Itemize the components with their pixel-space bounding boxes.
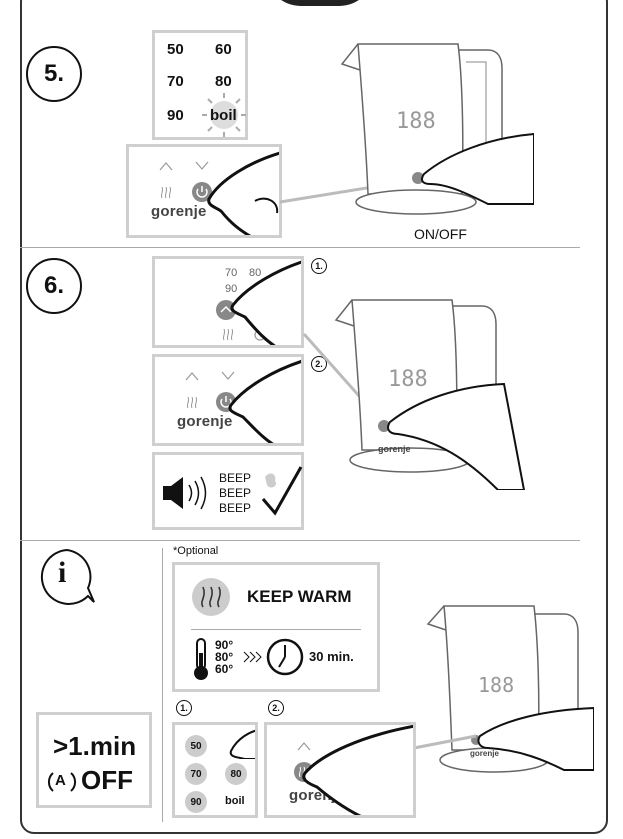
info-symbol: i: [58, 556, 67, 589]
on-off-label: ON/OFF: [414, 226, 467, 242]
mini-temp-boil: boil: [225, 795, 245, 807]
auto-off-duration: >1.min: [53, 731, 137, 761]
svg-text:gorenje: gorenje: [378, 444, 411, 454]
auto-off-label: OFF: [81, 765, 133, 795]
svg-text:188: 188: [388, 367, 428, 392]
temp-boil: boil: [210, 107, 237, 124]
temp-80: 80: [215, 73, 232, 90]
temp-50: 50: [167, 41, 184, 58]
svg-text:gorenje: gorenje: [470, 749, 499, 758]
control-panel-closeup-5: gorenje: [126, 144, 282, 238]
steam-icon: [222, 328, 234, 341]
info-icon: [40, 548, 95, 605]
section-vline: [162, 548, 163, 822]
clock-icon: [266, 638, 304, 676]
thermometer-icon: [194, 638, 208, 680]
speaker-icon: [163, 476, 207, 510]
hand-icon: [302, 725, 413, 815]
temp-90: 90: [167, 107, 184, 124]
control-panel-closeup-info: gorenje: [264, 722, 416, 818]
mini-temp-90: 90: [185, 791, 207, 813]
substep-1-badge: 1.: [311, 258, 327, 274]
kettle-illustration: 188 gorenje: [426, 605, 594, 773]
checkmark-icon: [261, 466, 303, 516]
control-panel-closeup-6b: gorenje: [152, 354, 304, 446]
keep-warm-panel: KEEP WARM 90° 80° 60° 30 min.: [172, 562, 380, 692]
svg-text:188: 188: [478, 673, 514, 697]
mini-temp-90: 90: [225, 283, 238, 295]
power-icon[interactable]: [191, 181, 213, 203]
auto-off-icon: [47, 772, 77, 792]
chevron-up-icon: [185, 372, 199, 381]
divider-2: [20, 540, 580, 541]
hand-icon: [207, 151, 279, 235]
kettle-illustration: 188 gorenje: [334, 299, 526, 490]
kw-temp-80: 80°: [215, 650, 234, 664]
svg-text:188: 188: [396, 109, 436, 134]
beep-1: BEEP: [219, 471, 252, 485]
arrows-icon: [243, 651, 262, 663]
mini-temp-80: 80: [249, 267, 262, 279]
auto-off-symbol: A: [55, 772, 66, 789]
boil-glow-icon: [202, 93, 246, 137]
top-badge: [265, 0, 375, 6]
keep-warm-title: KEEP WARM: [247, 587, 352, 606]
control-panel-closeup-6a: 70 80 90: [152, 256, 304, 348]
kw-temp-60: 60°: [215, 662, 234, 676]
step-5-number: 5.: [26, 46, 82, 102]
mini-temp-70: 70: [225, 267, 238, 279]
substep-2-badge: 2.: [311, 356, 327, 372]
keep-warm-divider: [191, 629, 361, 630]
steam-icon: [160, 186, 172, 199]
info-substep-1-badge: 1.: [176, 700, 192, 716]
mini-temp-panel: 50 70 80 90 boil: [172, 722, 258, 818]
pointer-line-info: [413, 734, 477, 750]
chevron-up-icon[interactable]: [215, 299, 237, 321]
temperature-selector-panel: 50 60 70 80 90 boil: [152, 30, 248, 140]
mini-temp-80: 80: [225, 763, 247, 785]
mini-temp-50: 50: [185, 735, 207, 757]
step-6-number: 6.: [26, 258, 82, 314]
hand-icon: [228, 359, 301, 443]
chevron-up-icon: [159, 162, 173, 171]
kettle-illustration: 188: [340, 43, 534, 215]
beep-confirmation-panel: BEEP BEEP BEEP: [152, 452, 304, 530]
auto-off-panel: >1.min A OFF: [36, 712, 152, 808]
optional-note: *Optional: [173, 545, 219, 557]
kw-time: 30 min.: [309, 649, 354, 664]
brand-logo: gorenje: [151, 203, 207, 220]
hand-icon: [229, 729, 255, 759]
hand-icon: [230, 260, 301, 345]
temp-60: 60: [215, 41, 232, 58]
temp-70: 70: [167, 73, 184, 90]
chevron-up-icon: [297, 742, 311, 751]
mini-temp-70: 70: [185, 763, 207, 785]
beep-2: BEEP: [219, 486, 252, 500]
steam-icon: [192, 578, 230, 616]
chevron-down-icon: [195, 161, 209, 170]
kw-temp-90: 90°: [215, 638, 234, 652]
info-substep-2-badge: 2.: [268, 700, 284, 716]
chevron-down-icon: [221, 371, 235, 380]
divider-1: [20, 247, 580, 248]
steam-icon: [186, 396, 198, 409]
beep-3: BEEP: [219, 501, 252, 515]
brand-logo: gorenje: [177, 413, 233, 430]
